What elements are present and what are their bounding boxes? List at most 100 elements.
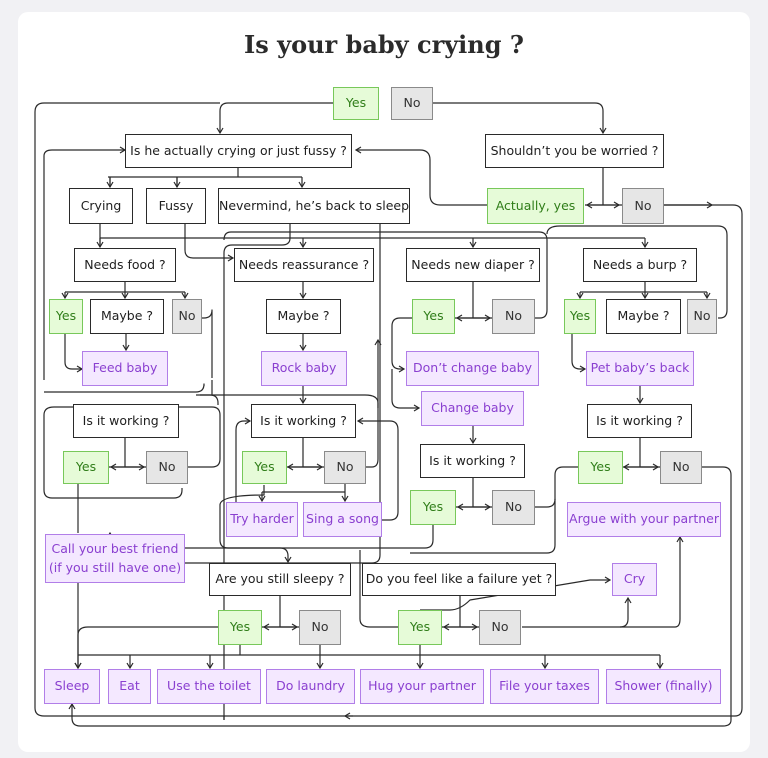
- working4-no-node: No: [660, 451, 702, 484]
- pat-back-action: Pet baby’s back: [586, 351, 694, 386]
- failure-no-node: No: [479, 610, 521, 645]
- use-toilet-action: Use the toilet: [157, 669, 261, 704]
- sing-song-action: Sing a song: [303, 502, 382, 537]
- sleepy-no-node: No: [299, 610, 341, 645]
- hug-partner-action: Hug your partner: [360, 669, 484, 704]
- needs-diaper-question: Needs new diaper ?: [406, 248, 540, 282]
- edge-start-yes: [216, 102, 333, 135]
- crying-option: Crying: [69, 188, 133, 224]
- worried-question: Shouldn’t you be worried ?: [485, 134, 664, 168]
- burp-yes-node: Yes: [564, 299, 596, 334]
- feed-baby-action: Feed baby: [82, 351, 168, 386]
- start-yes-node: Yes: [333, 87, 379, 120]
- working3-no-node: No: [492, 490, 535, 525]
- edge-bottom-return: [68, 702, 732, 727]
- change-baby-action: Change baby: [421, 391, 524, 426]
- diaper-yes-node: Yes: [412, 299, 455, 334]
- edge-w2-no-back: [366, 338, 382, 468]
- burp-no-node: No: [687, 299, 717, 334]
- working2-yes-node: Yes: [242, 451, 287, 484]
- edge-diaper-yes-dont: [391, 317, 412, 373]
- edge-w2-yes-down: [219, 485, 292, 564]
- needs-burp-question: Needs a burp ?: [583, 248, 697, 282]
- edge-diaper-split: [455, 282, 492, 319]
- edge-worried-down: [585, 167, 622, 206]
- edge-w4-no-loop: [702, 466, 732, 716]
- failure-question: Do you feel like a failure yet ?: [362, 563, 556, 596]
- edge-w3-no-back: [410, 498, 556, 554]
- diagram-title: Is your baby crying ?: [244, 30, 524, 59]
- edge-w1-to-w2: [196, 394, 379, 408]
- burp-maybe-node: Maybe ?: [606, 299, 681, 334]
- failure-yes-node: Yes: [398, 610, 442, 645]
- edge-start-no: [433, 102, 607, 135]
- edge-failure-no-cry: [522, 596, 632, 628]
- edge-diaper-yes-change: [391, 369, 421, 412]
- sleep-action: Sleep: [44, 669, 100, 704]
- needs-reassurance-question: Needs reassurance ?: [234, 248, 374, 282]
- file-taxes-action: File your taxes: [490, 669, 599, 704]
- edge-failure-down: [442, 596, 479, 628]
- edge-sleepy-yes-sleep: [74, 626, 218, 670]
- edge-working1-down: [105, 438, 148, 468]
- edge-food-yes-feed: [64, 334, 84, 373]
- working-question-3: Is it working ?: [420, 444, 525, 478]
- cry-action: Cry: [612, 563, 657, 596]
- do-laundry-action: Do laundry: [266, 669, 355, 704]
- edge-failure-no-argue: [620, 535, 684, 628]
- edge-w4-yes-down: [554, 466, 578, 500]
- edge-working3-down: [455, 478, 492, 508]
- edge-fussy-reassure: [184, 224, 235, 262]
- working4-yes-node: Yes: [578, 451, 623, 484]
- edge-feed-working: [44, 383, 205, 393]
- edge-fussy-loop: [43, 146, 127, 380]
- working1-no-node: No: [146, 451, 188, 484]
- call-friend-action: Call your best friend (if you still have…: [45, 534, 185, 583]
- food-no-node: No: [172, 299, 202, 334]
- rock-baby-action: Rock baby: [261, 351, 347, 386]
- needs-food-question: Needs food ?: [74, 248, 176, 282]
- edge-burp-no-back: [546, 225, 728, 319]
- food-maybe-node: Maybe ?: [90, 299, 164, 334]
- actually-yes-node: Actually, yes: [487, 188, 584, 224]
- edge-sing-loop: [356, 417, 399, 521]
- edge-failure-loop: [359, 550, 398, 628]
- diaper-no-node: No: [492, 299, 535, 334]
- edge-food-no-back: [196, 309, 213, 395]
- working2-no-node: No: [324, 451, 366, 484]
- fussy-option: Fussy: [146, 188, 206, 224]
- try-harder-action: Try harder: [226, 502, 298, 537]
- edge-burp-yes-pat: [571, 334, 587, 373]
- edge-crying-down: [99, 224, 645, 245]
- food-yes-node: Yes: [49, 299, 83, 334]
- worried-no-node: No: [622, 188, 664, 224]
- edge-nevermind-down: [223, 224, 291, 720]
- nevermind-option: Nevermind, he’s back to sleep: [218, 188, 410, 224]
- edge-outer-left: [34, 102, 743, 717]
- edge-food-split: [65, 282, 185, 293]
- edge-nevermind-right: [120, 224, 381, 564]
- working-question-2: Is it working ?: [251, 404, 356, 438]
- working-question-1: Is it working ?: [73, 404, 179, 438]
- working-question-4: Is it working ?: [587, 404, 692, 438]
- edge-actually-yes-back: [354, 146, 487, 206]
- edge-w2-no-split: [262, 484, 346, 493]
- edge-diaper-no-back: [223, 231, 548, 319]
- edge-burp-split: [580, 282, 707, 293]
- edge-failure-cry: [420, 576, 612, 611]
- edge-cf-split: [108, 167, 302, 187]
- start-no-node: No: [391, 87, 433, 120]
- edge-w2-loop-up: [200, 394, 219, 405]
- still-sleepy-question: Are you still sleepy ?: [209, 563, 351, 596]
- edge-sleepy-down: [262, 596, 299, 628]
- working3-yes-node: Yes: [410, 490, 456, 525]
- sleepy-yes-node: Yes: [218, 610, 262, 645]
- argue-partner-action: Argue with your partner: [567, 502, 721, 537]
- crying-or-fussy-question: Is he actually crying or just fussy ?: [125, 134, 352, 168]
- edge-working4-down: [622, 438, 660, 468]
- shower-action: Shower (finally): [606, 669, 721, 704]
- edge-working2-down: [286, 438, 324, 468]
- edge-w1-no-loop: [43, 406, 221, 499]
- working1-yes-node: Yes: [63, 451, 109, 484]
- reassure-maybe-node: Maybe ?: [266, 299, 341, 334]
